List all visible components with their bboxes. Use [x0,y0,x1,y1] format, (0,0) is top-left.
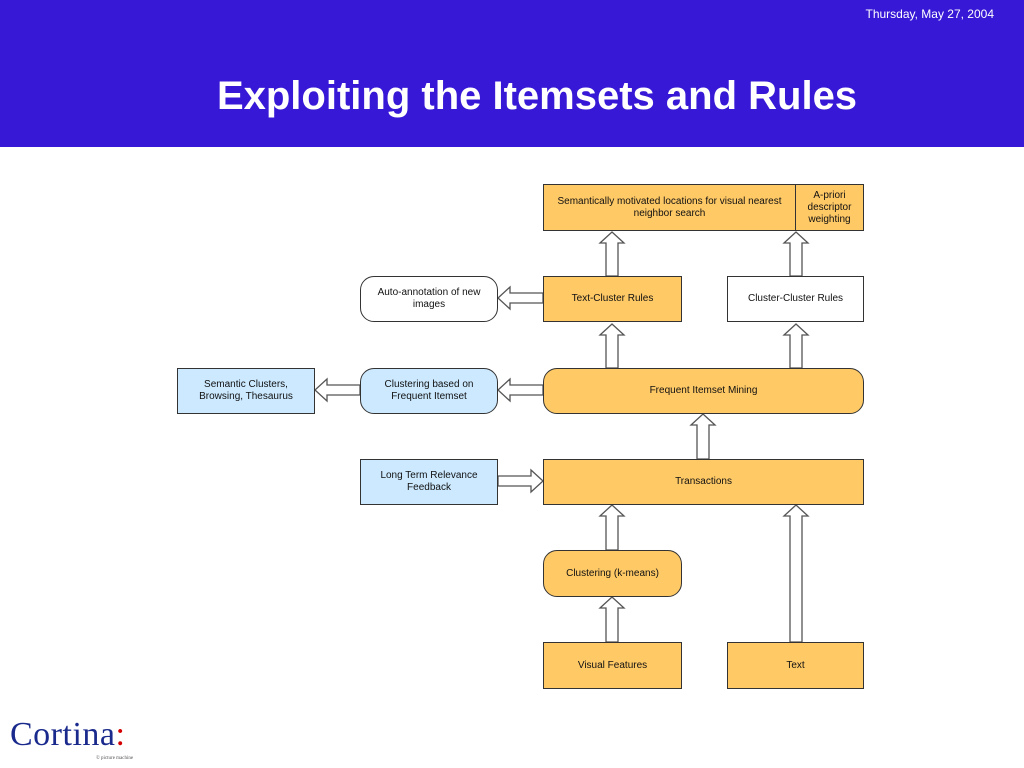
node-auto-annotation: Auto-annotation of new images [360,276,498,322]
node-clustering-kmeans-label: Clustering (k-means) [566,567,659,579]
node-clustering-frequent-itemset: Clustering based on Frequent Itemset [360,368,498,414]
node-cluster-cluster-rules: Cluster-Cluster Rules [727,276,864,322]
node-text-cluster-rules-label: Text-Cluster Rules [571,293,654,304]
arrow-kmeans-to-transactions [598,504,626,551]
arrow-mining-to-clustering-frequent [497,377,544,403]
node-semantic-clusters: Semantic Clusters, Browsing, Thesaurus [177,368,315,414]
node-transactions: Transactions [543,459,864,505]
node-long-term-feedback: Long Term Relevance Feedback [360,459,498,505]
node-auto-annotation-label: Auto-annotation of new images [377,287,481,310]
arrow-visual-to-kmeans [598,596,626,643]
arrow-text-cluster-to-annotation [497,285,544,311]
node-semantic-locations: Semantically motivated locations for vis… [543,184,796,231]
node-long-term-feedback-label: Long Term Relevance Feedback [380,470,478,493]
arrow-cluster-cluster-to-apriori [782,231,810,277]
logo-colon: : [115,716,126,753]
arrow-clustering-frequent-to-semantic [314,377,361,403]
arrow-mining-to-cluster-cluster [782,323,810,369]
node-transactions-label: Transactions [675,476,732,487]
node-visual-features-label: Visual Features [577,659,648,671]
arrow-feedback-to-transactions [497,468,544,494]
arrow-mining-to-text-cluster [598,323,626,369]
node-frequent-itemset-mining-label: Frequent Itemset Mining [649,385,758,396]
title-banner: Thursday, May 27, 2004 Exploiting the It… [0,0,1024,147]
copyright-note: © picture machine [96,756,134,761]
node-semantic-clusters-label: Semantic Clusters, Browsing, Thesaurus [199,379,293,402]
node-cluster-cluster-rules-label: Cluster-Cluster Rules [747,293,844,304]
arrow-text-cluster-to-locations [598,231,626,277]
node-apriori-weighting: A-priori descriptor weighting [795,184,864,231]
node-text-cluster-rules: Text-Cluster Rules [543,276,682,322]
node-visual-features: Visual Features [543,642,682,689]
node-apriori-weighting-label: A-priori descriptor weighting [807,189,852,225]
cortina-logo: Cortina: [10,716,125,754]
node-frequent-itemset-mining: Frequent Itemset Mining [543,368,864,414]
node-clustering-kmeans: Clustering (k-means) [543,550,682,597]
node-semantic-locations-label: Semantically motivated locations for vis… [557,195,782,219]
node-text: Text [727,642,864,689]
arrow-transactions-to-mining [689,413,717,460]
node-text-label: Text [786,659,805,671]
arrow-text-to-transactions [782,504,810,643]
logo-text: Cortina [10,716,116,753]
slide-title: Exploiting the Itemsets and Rules [216,74,858,118]
slide-date: Thursday, May 27, 2004 [865,7,994,21]
node-clustering-frequent-itemset-label: Clustering based on Frequent Itemset [384,379,474,402]
